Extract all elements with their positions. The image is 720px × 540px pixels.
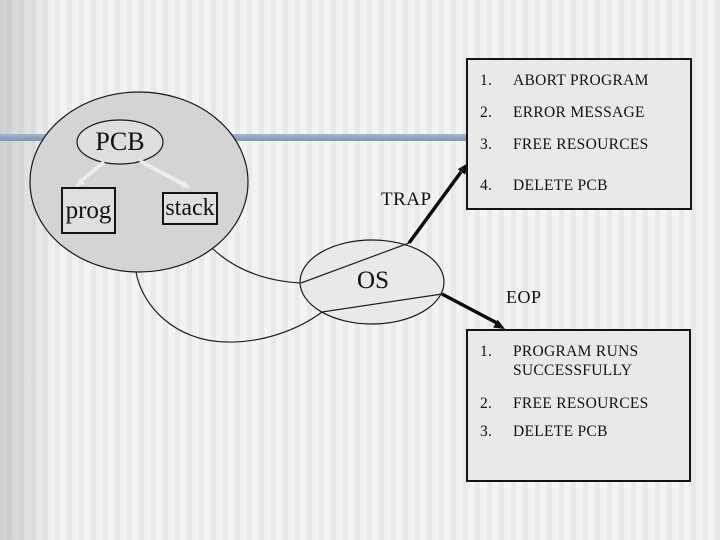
list-item: 4. DELETE PCB (480, 176, 684, 195)
trap-arrow (407, 163, 468, 245)
item-text: ERROR MESSAGE (513, 104, 645, 121)
item-number: 3. (480, 423, 493, 440)
os-label: OS (357, 267, 389, 294)
list-item: 3. FREE RESOURCES (480, 135, 684, 154)
process-to-os-connector-upper (211, 247, 302, 284)
list-item: 1. ABORT PROGRAM (480, 71, 684, 90)
eop-arrow (441, 292, 505, 329)
stack-label: stack (165, 195, 215, 221)
item-text: PROGRAM RUNS SUCCESSFULLY (513, 343, 639, 379)
os-ellipse (299, 239, 445, 325)
process-to-os-connector-loop (135, 271, 323, 343)
item-text: DELETE PCB (513, 177, 608, 194)
list-item: 2. ERROR MESSAGE (480, 103, 684, 122)
item-number: 4. (480, 177, 493, 194)
eop-steps-box: 1. PROGRAM RUNS SUCCESSFULLY 2. FREE RES… (466, 329, 691, 482)
os-chord-eop (321, 293, 443, 313)
trap-label: TRAP (381, 189, 432, 210)
item-number: 1. (480, 343, 493, 360)
pcb-to-prog-arrow (75, 160, 106, 187)
prog-box: prog (61, 187, 116, 234)
list-item: 2. FREE RESOURCES (480, 394, 683, 413)
eop-label: EOP (506, 287, 542, 307)
item-number: 2. (480, 104, 493, 121)
prog-label: prog (65, 196, 112, 224)
pcb-label: PCB (95, 127, 145, 156)
list-item: 1. PROGRAM RUNS SUCCESSFULLY (480, 342, 683, 380)
process-ellipse (29, 91, 249, 273)
trap-steps-box: 1. ABORT PROGRAM 2. ERROR MESSAGE 3. FRE… (466, 58, 692, 210)
os-chord-trap (300, 242, 410, 284)
item-text: DELETE PCB (513, 423, 608, 440)
pcb-ellipse (76, 119, 164, 165)
pcb-to-stack-arrow (139, 159, 191, 189)
item-number: 1. (480, 72, 493, 89)
item-text: FREE RESOURCES (513, 136, 649, 153)
item-text: FREE RESOURCES (513, 395, 649, 412)
item-number: 2. (480, 395, 493, 412)
stack-box: stack (162, 192, 218, 225)
item-text: ABORT PROGRAM (513, 72, 649, 89)
item-number: 3. (480, 136, 493, 153)
list-item: 3. DELETE PCB (480, 422, 683, 441)
